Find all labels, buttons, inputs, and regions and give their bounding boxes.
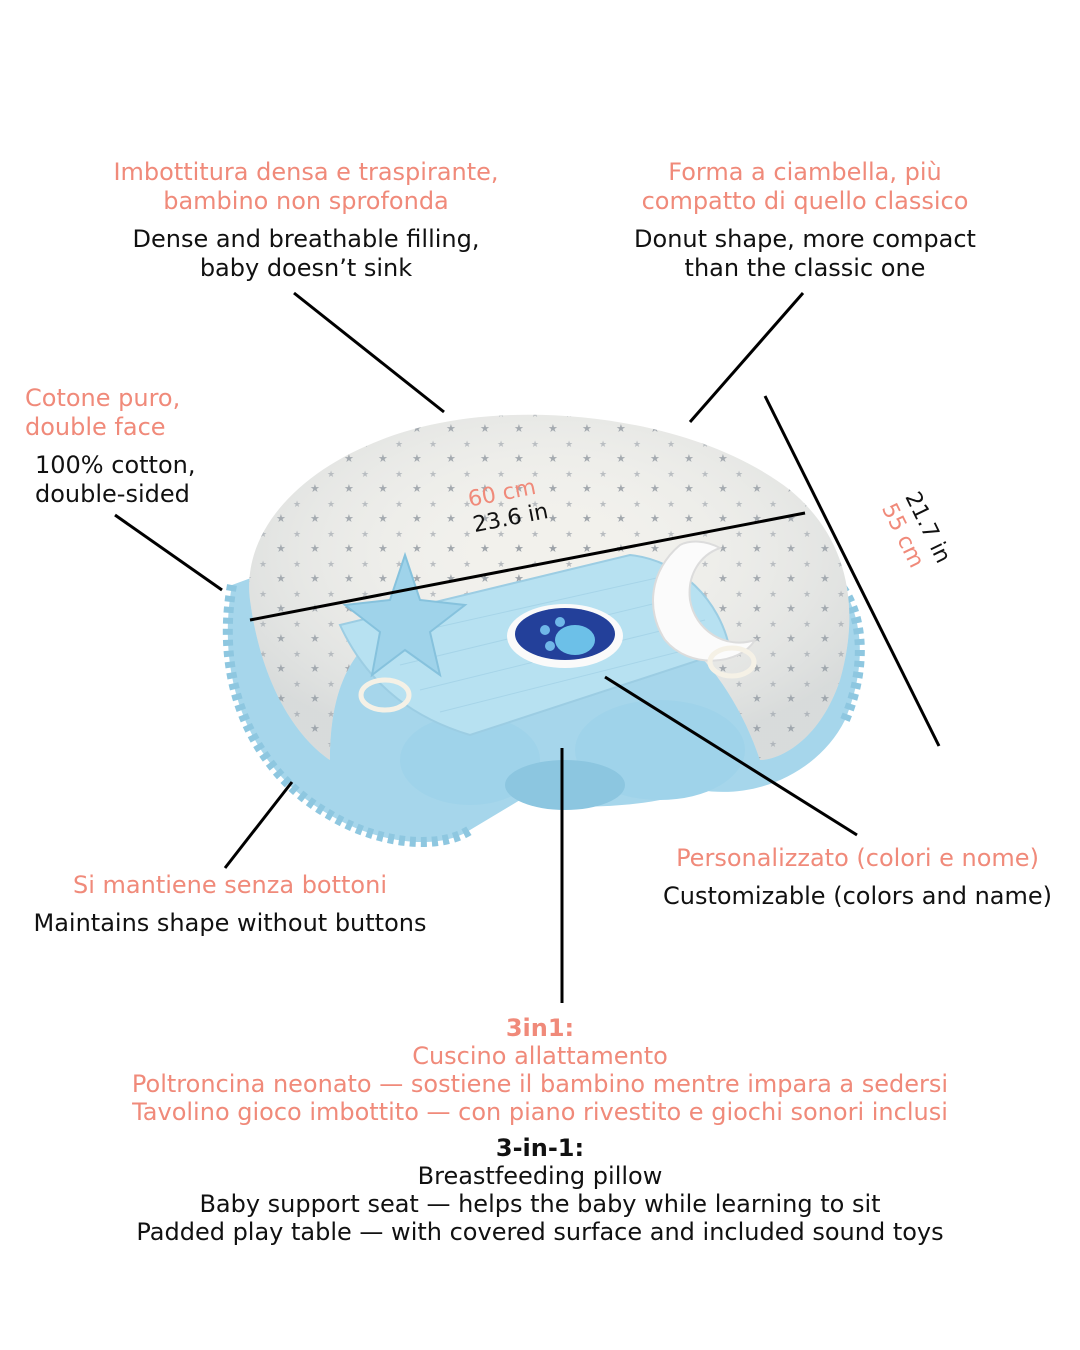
three-in-one-it-heading: 3in1: bbox=[505, 1014, 575, 1042]
star-toy bbox=[342, 551, 468, 713]
annotation-cotton: Cotone puro, double face 100% cotton, do… bbox=[25, 384, 245, 509]
leader-custom bbox=[604, 675, 858, 837]
annotation-buttons: Si mantiene senza bottoni Maintains shap… bbox=[10, 871, 450, 938]
annotation-cotton-en-1: 100% cotton, bbox=[35, 451, 196, 479]
annotation-cotton-it-2: double face bbox=[25, 413, 166, 441]
annotation-filling-en-1: Dense and breathable filling, bbox=[132, 225, 480, 253]
annotation-buttons-it: Si mantiene senza bottoni bbox=[73, 871, 387, 899]
dimension-line-width bbox=[249, 511, 806, 622]
dimension-line-depth bbox=[763, 395, 941, 747]
three-in-one-en-line-2: Baby support seat — helps the baby while… bbox=[199, 1190, 881, 1218]
leader-shape bbox=[688, 292, 805, 423]
annotation-cotton-it-1: Cotone puro, bbox=[25, 384, 181, 412]
three-in-one-it-line-1: Cuscino allattamento bbox=[412, 1042, 668, 1070]
moon-toy bbox=[652, 540, 758, 679]
annotation-custom-en: Customizable (colors and name) bbox=[662, 882, 1052, 910]
annotation-shape: Forma a ciambella, più compatto di quell… bbox=[600, 158, 1010, 283]
annotation-shape-en-2: than the classic one bbox=[684, 254, 926, 282]
annotation-shape-it-1: Forma a ciambella, più bbox=[668, 158, 942, 186]
annotation-filling-en-2: baby doesn’t sink bbox=[199, 254, 413, 282]
three-in-one-en-line-3: Padded play table — with covered surface… bbox=[136, 1218, 944, 1246]
leader-buttons bbox=[223, 781, 294, 869]
three-in-one-section: 3in1: Cuscino allattamento Poltroncina n… bbox=[0, 1014, 1080, 1246]
annotation-custom-it: Personalizzato (colori e nome) bbox=[676, 844, 1039, 872]
annotation-filling-it-1: Imbottitura densa e traspirante, bbox=[113, 158, 499, 186]
three-in-one-en-line-1: Breastfeeding pillow bbox=[417, 1162, 663, 1190]
annotation-buttons-en: Maintains shape without buttons bbox=[33, 909, 427, 937]
three-in-one-it-line-2: Poltroncina neonato — sostiene il bambin… bbox=[131, 1070, 949, 1098]
annotation-custom: Personalizzato (colori e nome) Customiza… bbox=[640, 844, 1075, 911]
three-in-one-en-heading: 3-in-1: bbox=[495, 1134, 585, 1162]
leader-filling bbox=[293, 291, 445, 414]
three-in-one-it-line-3: Tavolino gioco imbottito — con piano riv… bbox=[132, 1098, 948, 1126]
annotation-filling: Imbottitura densa e traspirante, bambino… bbox=[96, 158, 516, 283]
annotation-shape-en-1: Donut shape, more compact bbox=[634, 225, 976, 253]
front-lobes bbox=[400, 700, 745, 810]
leader-cotton bbox=[114, 513, 223, 592]
annotation-cotton-en-2: double-sided bbox=[35, 480, 190, 508]
annotation-filling-it-2: bambino non sprofonda bbox=[163, 187, 449, 215]
annotation-shape-it-2: compatto di quello classico bbox=[641, 187, 969, 215]
